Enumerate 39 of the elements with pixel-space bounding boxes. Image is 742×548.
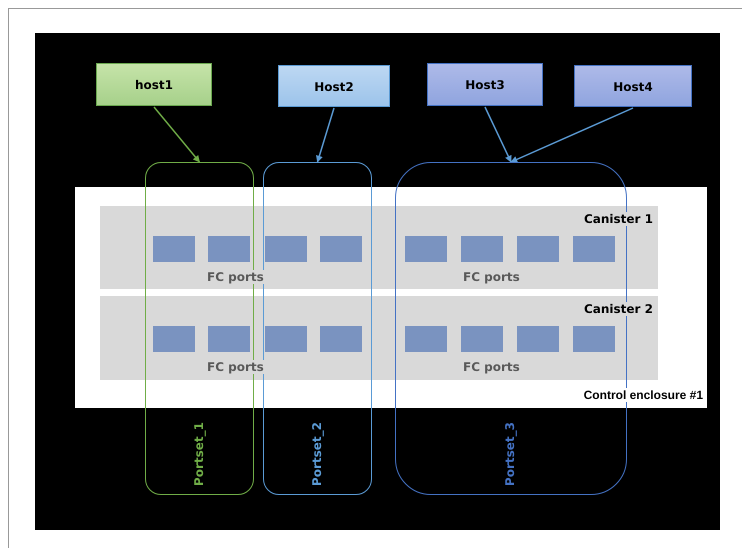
fc-port: [461, 326, 503, 352]
arrow: [484, 106, 512, 163]
fc-port: [461, 236, 503, 262]
fc-port: [517, 236, 559, 262]
portset-label: Portset_3: [503, 422, 517, 486]
arrow: [153, 106, 200, 163]
portset-outline: [263, 162, 372, 495]
fc-port: [208, 236, 250, 262]
host-box: [427, 63, 543, 106]
host-box: [574, 65, 692, 107]
arrow: [316, 108, 335, 163]
port-group-label: FC ports: [463, 270, 520, 284]
fc-port: [320, 326, 362, 352]
fc-port: [153, 236, 195, 262]
fc-port: [320, 236, 362, 262]
host-label: Host4: [612, 80, 654, 94]
host-box: [96, 63, 212, 106]
fc-port: [573, 326, 615, 352]
host-label: Host2: [313, 80, 355, 94]
fc-port: [265, 326, 307, 352]
fc-port: [265, 236, 307, 262]
canister-label: Canister 1: [584, 212, 653, 226]
fc-port: [208, 326, 250, 352]
fc-port: [405, 326, 447, 352]
port-group-label: FC ports: [463, 360, 520, 374]
portset-label: Portset_2: [310, 422, 324, 486]
fc-port: [517, 326, 559, 352]
host-label: Host3: [464, 78, 506, 92]
host-box: [278, 65, 390, 107]
portset-label: Portset_1: [192, 422, 206, 486]
fc-port: [573, 236, 615, 262]
fc-port: [153, 326, 195, 352]
host-label: host1: [134, 78, 174, 92]
port-group-label: FC ports: [207, 270, 264, 284]
fc-port: [405, 236, 447, 262]
arrow: [510, 107, 634, 163]
port-group-label: FC ports: [207, 360, 264, 374]
enclosure-label: Control enclosure #1: [584, 388, 703, 402]
canister-label: Canister 2: [584, 302, 653, 316]
